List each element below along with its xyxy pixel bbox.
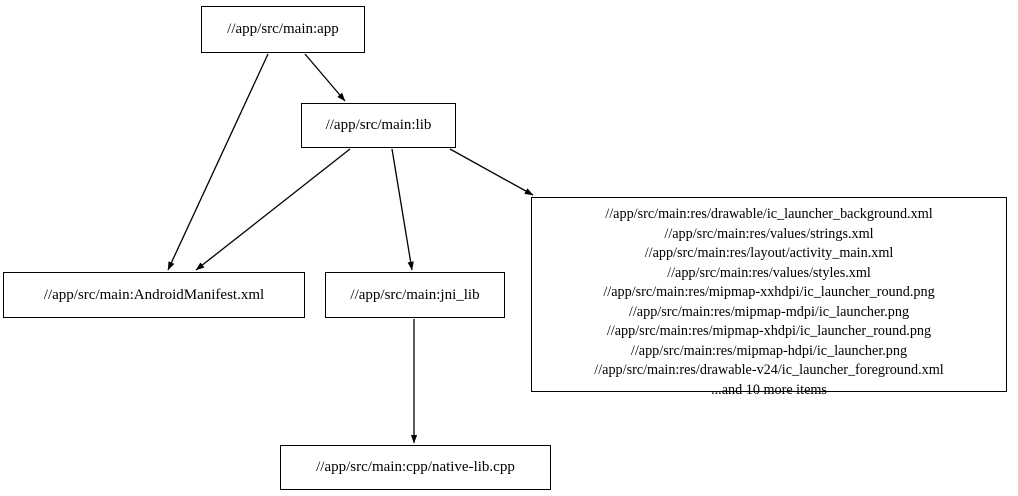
node-app[interactable]: //app/src/main:app (201, 6, 365, 53)
node-jni-lib[interactable]: //app/src/main:jni_lib (325, 272, 505, 318)
node-android-manifest[interactable]: //app/src/main:AndroidManifest.xml (3, 272, 305, 318)
resource-line: //app/src/main:res/mipmap-mdpi/ic_launch… (628, 303, 910, 320)
edge-app-to-lib (304, 53, 346, 102)
node-lib-label: //app/src/main:lib (325, 117, 432, 134)
resource-line: //app/src/main:res/drawable-v24/ic_launc… (594, 362, 944, 378)
resource-line: //app/src/main:res/drawable/ic_launcher_… (605, 206, 933, 222)
resource-line: //app/src/main:res/layout/activity_main.… (644, 245, 894, 261)
node-native-lib-cpp-label: //app/src/main:cpp/native-lib.cpp (316, 459, 515, 476)
edge-app-to-manifest (167, 53, 269, 271)
edge-lib-to-jni-lib (391, 148, 414, 271)
resource-line: //app/src/main:res/values/styles.xml (667, 264, 871, 281)
node-android-manifest-label: //app/src/main:AndroidManifest.xml (43, 286, 265, 303)
node-native-lib-cpp[interactable]: //app/src/main:cpp/native-lib.cpp (280, 445, 551, 490)
resource-line: //app/src/main:res/values/strings.xml (664, 225, 874, 242)
node-resources-collapsed[interactable]: //app/src/main:res/drawable/ic_launcher_… (531, 197, 1007, 398)
graph-edges (167, 53, 534, 444)
resource-line: //app/src/main:res/mipmap-xxhdpi/ic_laun… (603, 284, 935, 300)
edge-lib-to-resources (449, 148, 534, 196)
resource-line: //app/src/main:res/mipmap-xhdpi/ic_launc… (606, 323, 932, 339)
node-lib[interactable]: //app/src/main:lib (301, 103, 456, 148)
node-app-label: //app/src/main:app (227, 21, 339, 38)
edge-lib-to-manifest (195, 148, 351, 271)
node-jni-lib-label: //app/src/main:jni_lib (350, 286, 480, 303)
resource-line: //app/src/main:res/mipmap-hdpi/ic_launch… (630, 342, 908, 359)
resource-line: ...and 10 more items (711, 381, 827, 398)
